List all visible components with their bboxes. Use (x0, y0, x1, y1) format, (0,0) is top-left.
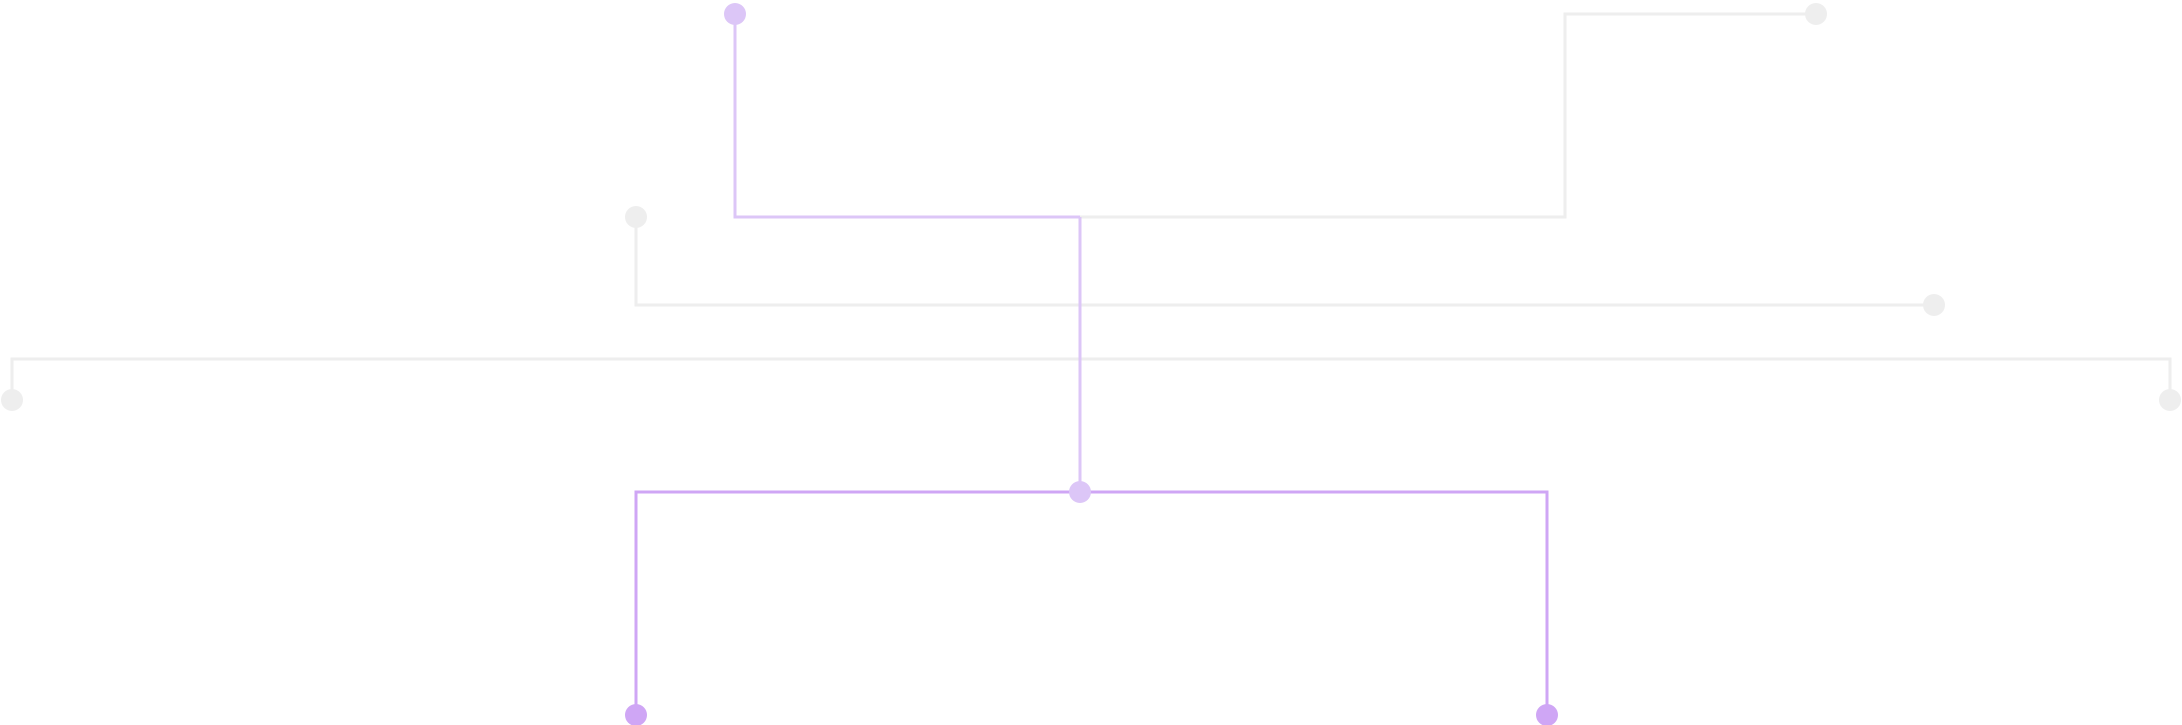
center-node[interactable] (1069, 481, 1091, 503)
far-right-node[interactable] (2159, 389, 2181, 411)
connector-lines (10, 12, 2172, 715)
bottom-split-line (634, 490, 1549, 715)
wide-branch-line (10, 357, 2172, 400)
top-right-branch-line (1080, 12, 1816, 219)
connector-nodes (1, 3, 2181, 725)
top-left-branch-line (733, 14, 1080, 219)
middle-branch-line (634, 217, 1934, 307)
top-left-node[interactable] (724, 3, 746, 25)
bottom-right-node[interactable] (1536, 704, 1558, 725)
middle-right-node[interactable] (1923, 294, 1945, 316)
bottom-left-node[interactable] (625, 704, 647, 725)
middle-left-node[interactable] (625, 206, 647, 228)
far-left-node[interactable] (1, 389, 23, 411)
top-right-node[interactable] (1805, 3, 1827, 25)
